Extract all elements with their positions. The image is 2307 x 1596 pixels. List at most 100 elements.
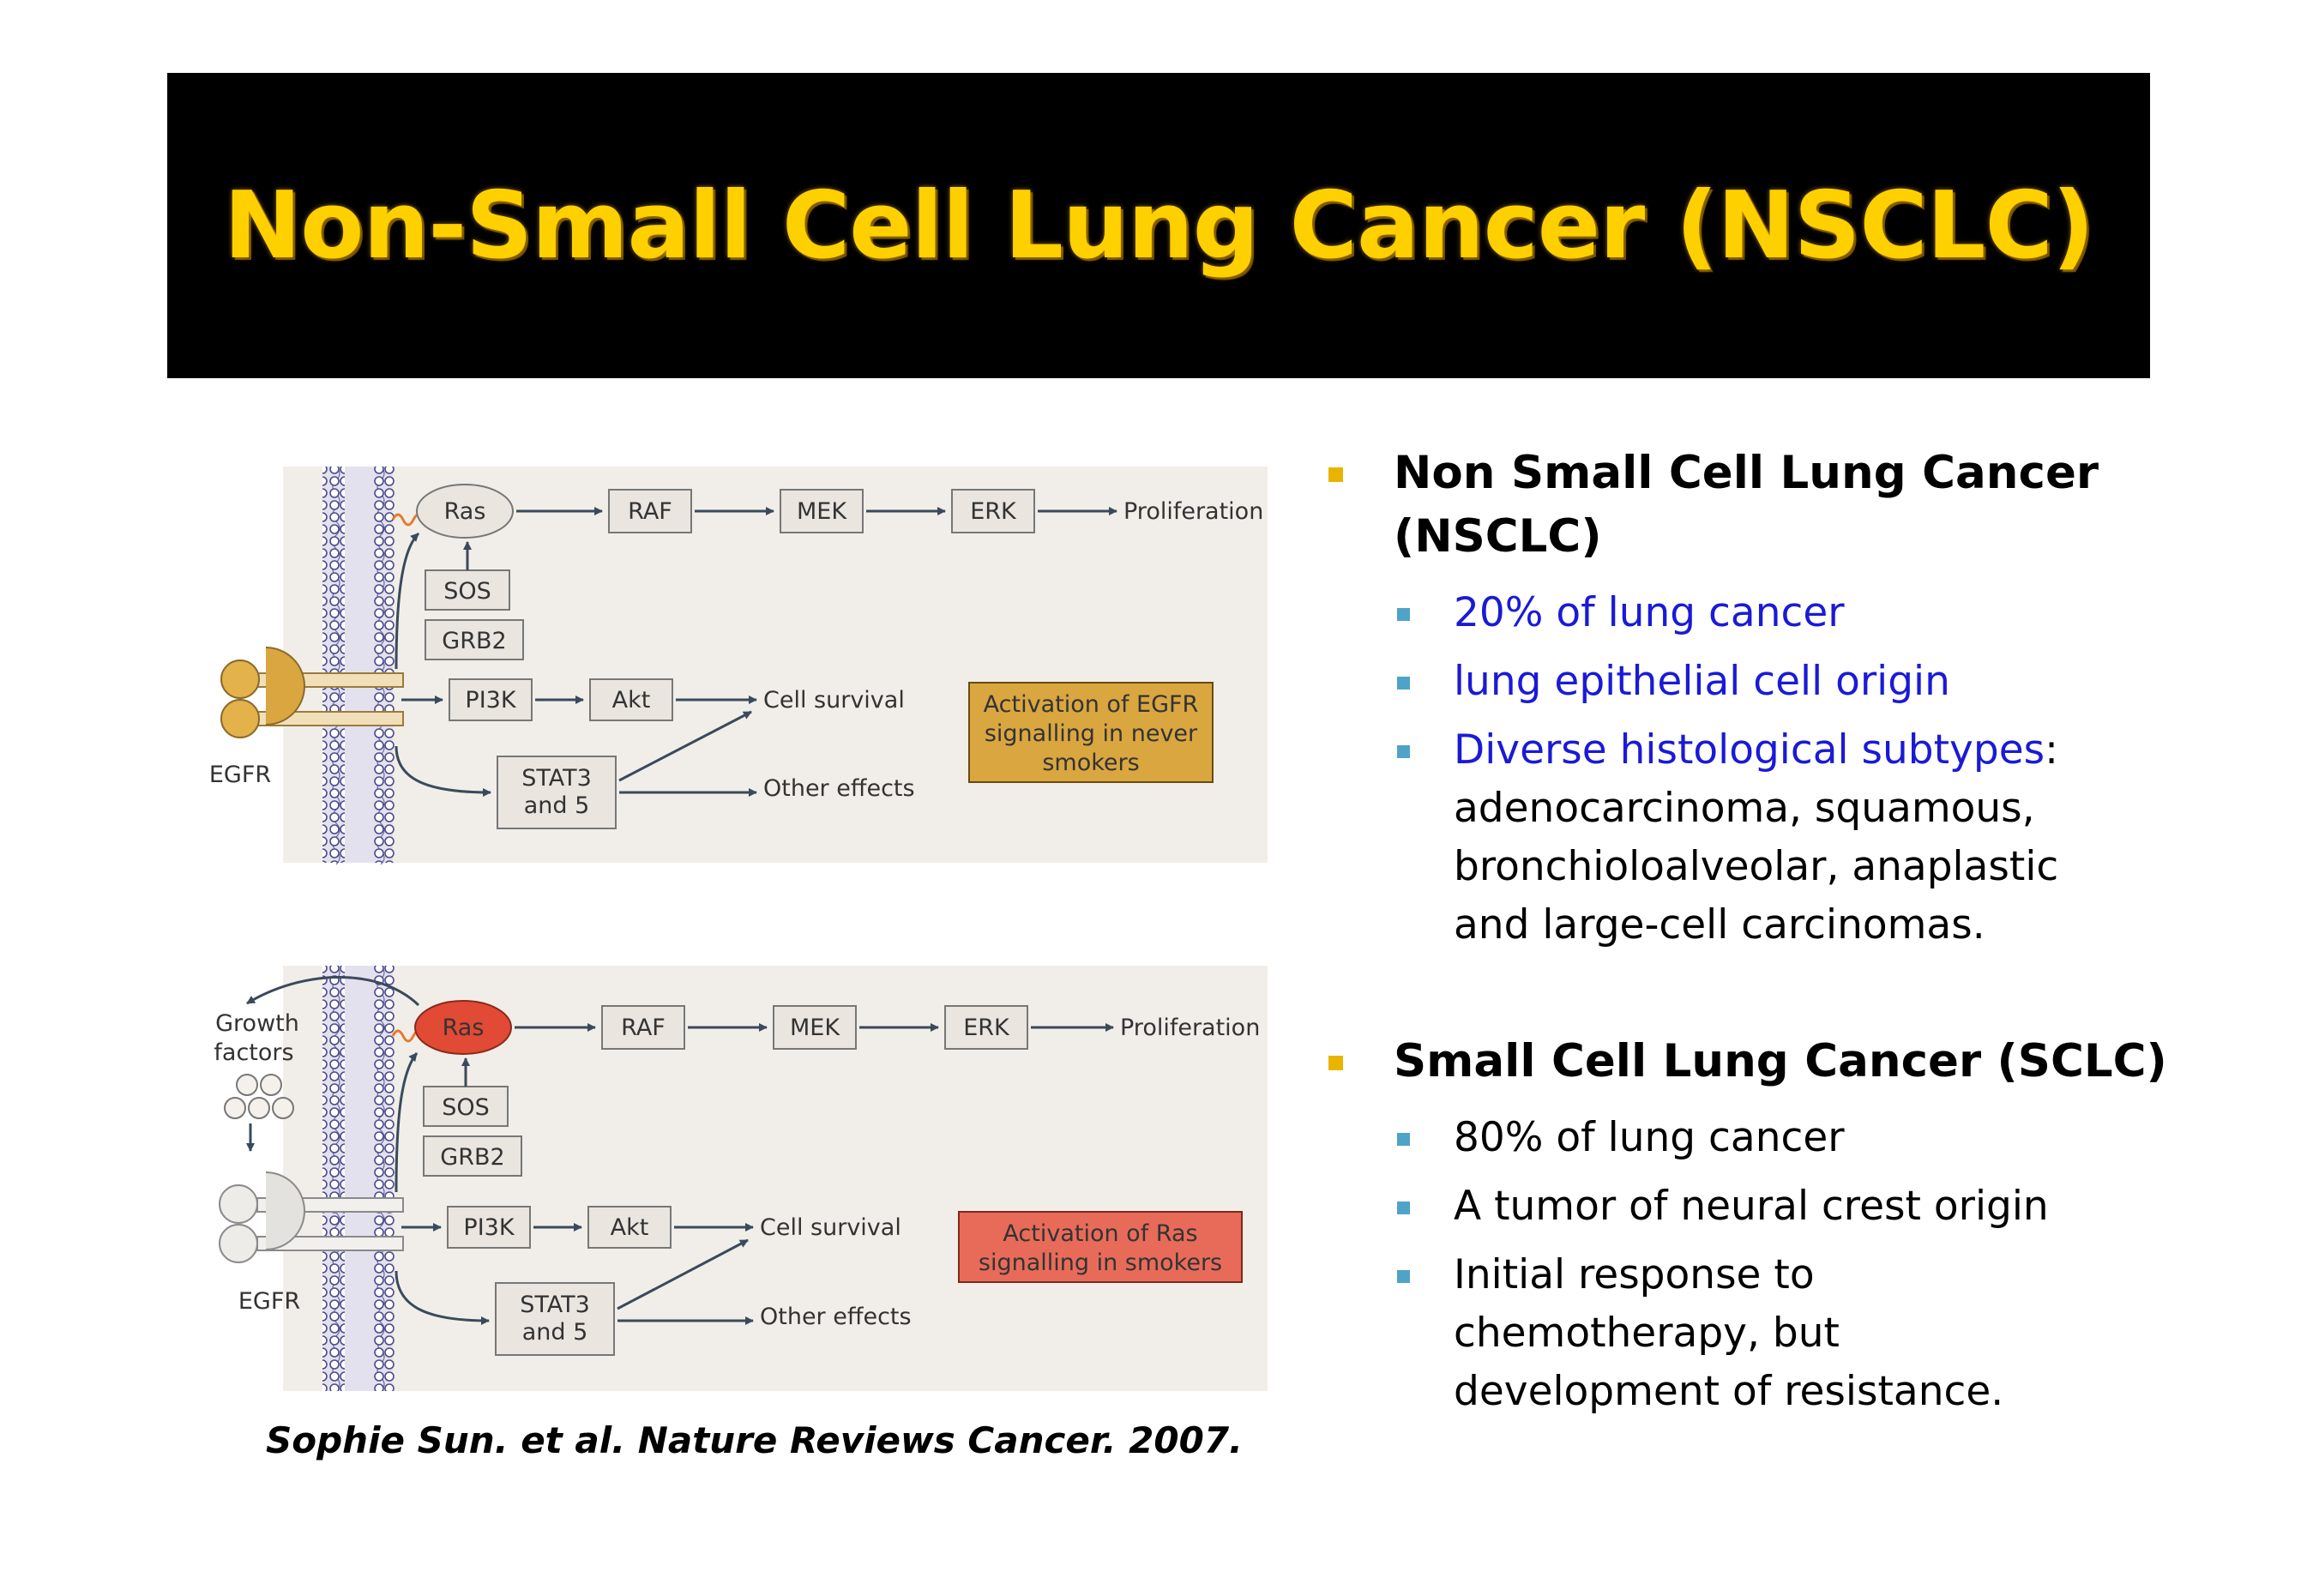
receptor-label: EGFR: [209, 762, 271, 788]
bullet-square-icon: [1397, 1133, 1410, 1146]
pi3k-label: PI3K: [463, 1214, 515, 1241]
cell-membrane: [322, 466, 396, 865]
ras-pathway-diagram: Growth factors EGFR Ras RAF MEK ERK Prol…: [214, 965, 1268, 1392]
pi3k-node: [449, 678, 533, 721]
pi3k-label: PI3K: [465, 687, 516, 714]
cell-survival-label: Cell survival: [760, 1214, 901, 1241]
ras-label: Ras: [443, 1015, 485, 1041]
cell-survival-label: Cell survival: [763, 687, 905, 714]
ras-callout-box: [958, 1211, 1243, 1283]
proliferation-label: Proliferation: [1120, 1015, 1260, 1041]
raf-node: [601, 1005, 685, 1050]
secretion-arrow: [246, 976, 420, 1007]
ras-label: Ras: [444, 498, 486, 525]
item-line-1: Initial response to: [1454, 1251, 1815, 1298]
item-text: A tumor of neural crest origin: [1454, 1183, 2049, 1230]
heading-line-2: (NSCLC): [1394, 510, 1602, 563]
growth-factors-label-2: factors: [214, 1039, 293, 1066]
heading-line-1: Non Small Cell Lung Cancer: [1394, 447, 2099, 499]
proliferation-label: Proliferation: [1123, 498, 1263, 525]
bullet-square-icon: [1397, 745, 1410, 758]
bullet-square-icon: [1397, 1202, 1410, 1214]
section-nsclc: Non Small Cell Lung Cancer (NSCLC) 20% o…: [1316, 442, 2226, 955]
akt-node: [589, 678, 673, 721]
other-effects-label: Other effects: [760, 1304, 912, 1330]
egfr-callout-box: [968, 682, 1214, 783]
item-continuation-1: adenocarcinoma, squamous,: [1454, 785, 2035, 832]
stat-label-2: and 5: [522, 1319, 588, 1346]
pathway-arrows: [395, 1023, 1114, 1325]
stat-label-2: and 5: [524, 792, 590, 819]
sos-label: SOS: [442, 1094, 490, 1121]
item-text: 80% of lung cancer: [1454, 1114, 1845, 1161]
bullet-square-icon: [1397, 1270, 1410, 1283]
ras-node-active: [414, 1000, 512, 1055]
erk-label: ERK: [970, 498, 1017, 525]
raf-node: [608, 489, 692, 533]
bullet-square-icon: [1328, 467, 1343, 482]
egfr-receptor: [220, 647, 404, 738]
sos-node: [423, 1086, 509, 1127]
stat-node: [495, 1282, 615, 1356]
callout-line-3: smokers: [1042, 750, 1139, 776]
item-punctuation: :: [2045, 726, 2058, 774]
section-heading-nsclc: Non Small Cell Lung Cancer (NSCLC): [1316, 442, 2226, 569]
callout-line-1: Activation of EGFR: [984, 691, 1199, 718]
grb2-node: [423, 1135, 522, 1177]
item-continuation-2: bronchioloalveolar, anaplastic: [1454, 843, 2059, 890]
growth-factors-label-1: Growth: [215, 1010, 299, 1037]
item-continuation-3: and large-cell carcinomas.: [1454, 901, 1985, 949]
grb2-label: GRB2: [440, 1144, 504, 1171]
akt-label: Akt: [611, 1214, 649, 1241]
item-text: 20% of lung cancer: [1454, 589, 1845, 636]
cell-membrane: [322, 965, 396, 1392]
raf-label: RAF: [628, 498, 672, 525]
mek-label: MEK: [797, 498, 847, 525]
section-heading-sclc: Small Cell Lung Cancer (SCLC): [1316, 1030, 2226, 1093]
pi3k-node: [447, 1206, 531, 1249]
list-item: A tumor of neural crest origin: [1316, 1177, 2226, 1236]
section-sclc: Small Cell Lung Cancer (SCLC) 80% of lun…: [1316, 1030, 2226, 1421]
stat-node: [497, 756, 617, 829]
receptor-label: EGFR: [238, 1288, 300, 1315]
item-line-2: chemotherapy, but: [1454, 1310, 1840, 1357]
mek-node: [780, 489, 864, 533]
egfr-receptor: [219, 1171, 404, 1263]
erk-node: [944, 1005, 1028, 1050]
list-item: lung epithelial cell origin: [1316, 653, 2226, 711]
egfr-pathway-diagram: EGFR Ras RAF MEK ERK Proliferation SOS G…: [209, 466, 1268, 865]
bullet-square-icon: [1397, 608, 1410, 621]
citation: Sophie Sun. et al. Nature Reviews Cancer…: [266, 1419, 1244, 1461]
item-text: lung epithelial cell origin: [1454, 658, 1950, 705]
pathway-arrows: [395, 507, 1117, 797]
sos-node: [425, 569, 510, 611]
ras-node: [416, 484, 514, 539]
title-band: Non-Small Cell Lung Cancer (NSCLC): [167, 73, 2150, 378]
bullet-square-icon: [1397, 677, 1410, 690]
akt-node: [587, 1206, 672, 1249]
grb2-label: GRB2: [442, 628, 506, 654]
callout-line-2: signalling in smokers: [979, 1250, 1222, 1276]
stat-label-1: STAT3: [520, 1292, 590, 1318]
raf-label: RAF: [621, 1015, 666, 1041]
sos-label: SOS: [443, 578, 491, 605]
callout-line-2: signalling in never: [985, 720, 1198, 747]
callout-line-1: Activation of Ras: [1003, 1220, 1197, 1247]
list-item: 80% of lung cancer: [1316, 1109, 2226, 1167]
erk-label: ERK: [963, 1015, 1010, 1041]
mek-label: MEK: [790, 1015, 840, 1041]
list-item: 20% of lung cancer: [1316, 584, 2226, 642]
list-item: Initial response to chemotherapy, but de…: [1316, 1246, 2226, 1421]
slide-title: Non-Small Cell Lung Cancer (NSCLC): [223, 172, 2094, 280]
stat-label-1: STAT3: [521, 765, 592, 792]
bullet-list: Non Small Cell Lung Cancer (NSCLC) 20% o…: [1316, 442, 2226, 1421]
item-highlight: Diverse histological subtypes: [1454, 726, 2045, 774]
heading-line-1: Small Cell Lung Cancer (SCLC): [1394, 1035, 2167, 1087]
erk-node: [951, 489, 1035, 533]
item-line-3: development of resistance.: [1454, 1368, 2004, 1415]
growth-factor-particles: [224, 1074, 294, 1119]
akt-label: Akt: [612, 687, 651, 714]
list-item: Diverse histological subtypes: adenocarc…: [1316, 721, 2226, 955]
bullet-square-icon: [1328, 1056, 1343, 1070]
mek-node: [773, 1005, 857, 1050]
